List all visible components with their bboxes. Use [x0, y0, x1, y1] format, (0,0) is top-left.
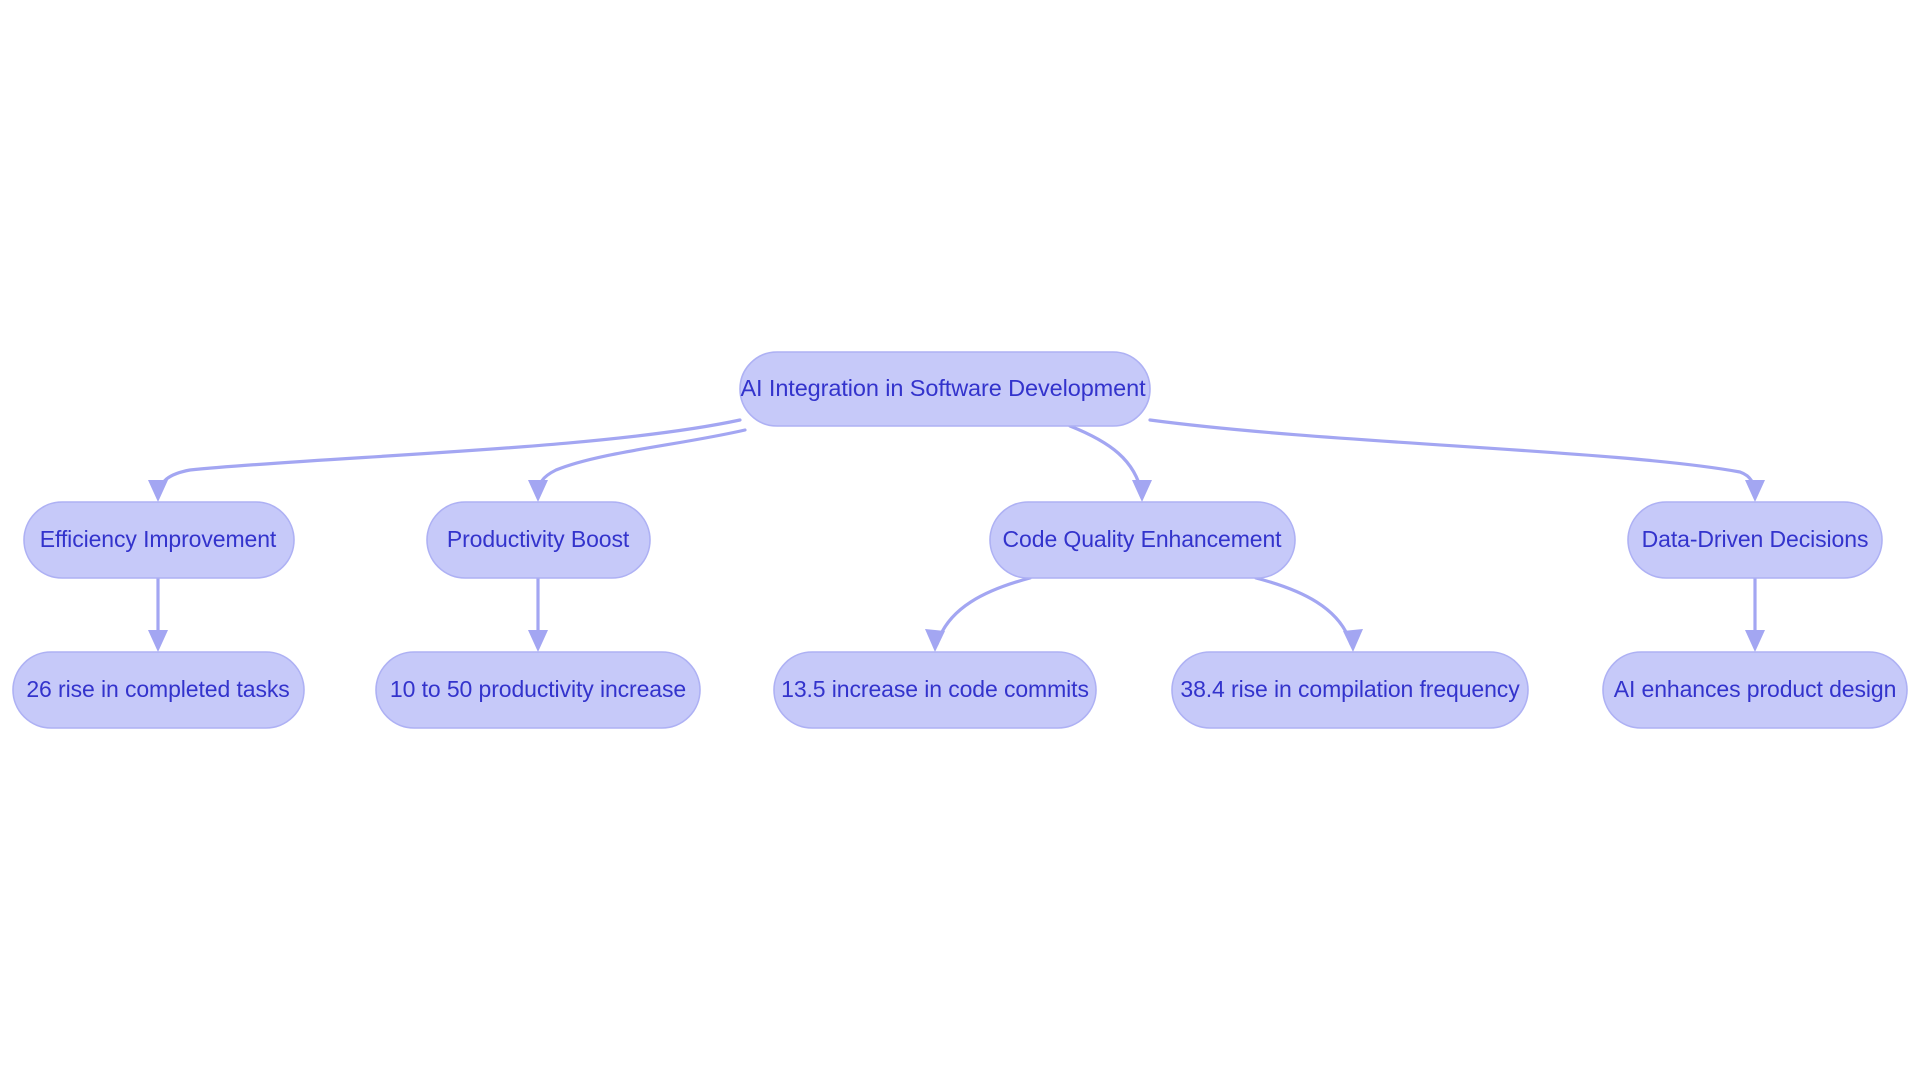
edge-productivity-to-prod-increase — [528, 576, 548, 652]
node-compilation[interactable]: 38.4 rise in compilation frequency — [1171, 651, 1529, 729]
node-commits[interactable]: 13.5 increase in code commits — [773, 651, 1097, 729]
node-label: Code Quality Enhancement — [1003, 526, 1283, 552]
node-label: Data-Driven Decisions — [1642, 526, 1869, 552]
node-data-driven[interactable]: Data-Driven Decisions — [1627, 501, 1883, 579]
node-shape — [426, 501, 651, 579]
node-shape — [1602, 651, 1908, 729]
arrowhead-icon — [528, 480, 548, 502]
edge-code-quality-to-commits — [925, 576, 1032, 652]
node-root[interactable]: AI Integration in Software Development — [739, 351, 1151, 427]
edge-line — [156, 418, 742, 496]
node-shape — [375, 651, 701, 729]
edge-data-driven-to-design — [1745, 576, 1765, 652]
edge-line — [1148, 418, 1757, 496]
node-label: 10 to 50 productivity increase — [390, 676, 686, 702]
edge-root-to-efficiency — [148, 418, 742, 502]
node-efficiency[interactable]: Efficiency Improvement — [23, 501, 295, 579]
nodes-layer: AI Integration in Software DevelopmentEf… — [12, 351, 1908, 729]
node-label: 26 rise in completed tasks — [26, 676, 289, 702]
edge-line — [1068, 424, 1144, 496]
edge-efficiency-to-tasks — [148, 576, 168, 652]
node-label: AI Integration in Software Development — [740, 375, 1146, 401]
arrowhead-icon — [1745, 480, 1765, 502]
node-shape — [23, 501, 295, 579]
node-label: Efficiency Improvement — [40, 526, 277, 552]
node-shape — [1627, 501, 1883, 579]
edge-root-to-data-driven — [1148, 418, 1765, 502]
node-shape — [989, 501, 1296, 579]
node-design[interactable]: AI enhances product design — [1602, 651, 1908, 729]
arrowhead-icon — [1343, 629, 1363, 652]
node-productivity[interactable]: Productivity Boost — [426, 501, 651, 579]
node-label: Productivity Boost — [447, 526, 630, 552]
edge-code-quality-to-compilation — [1254, 576, 1363, 652]
node-tasks[interactable]: 26 rise in completed tasks — [12, 651, 305, 729]
arrowhead-icon — [1745, 630, 1765, 652]
edges-layer — [148, 418, 1765, 652]
node-prod-increase[interactable]: 10 to 50 productivity increase — [375, 651, 701, 729]
node-shape — [739, 351, 1151, 427]
node-label: 13.5 increase in code commits — [781, 676, 1089, 702]
node-shape — [1171, 651, 1529, 729]
edge-line — [935, 576, 1032, 646]
arrowhead-icon — [528, 630, 548, 652]
edge-root-to-productivity — [528, 428, 747, 502]
node-shape — [12, 651, 305, 729]
arrowhead-icon — [925, 629, 945, 652]
edge-line — [1254, 576, 1353, 646]
arrowhead-icon — [148, 480, 168, 502]
node-shape — [773, 651, 1097, 729]
node-label: 38.4 rise in compilation frequency — [1180, 676, 1520, 702]
edge-root-to-code-quality — [1068, 424, 1152, 502]
edge-line — [536, 428, 747, 496]
arrowhead-icon — [148, 630, 168, 652]
node-code-quality[interactable]: Code Quality Enhancement — [989, 501, 1296, 579]
node-label: AI enhances product design — [1614, 676, 1897, 702]
arrowhead-icon — [1132, 480, 1152, 502]
